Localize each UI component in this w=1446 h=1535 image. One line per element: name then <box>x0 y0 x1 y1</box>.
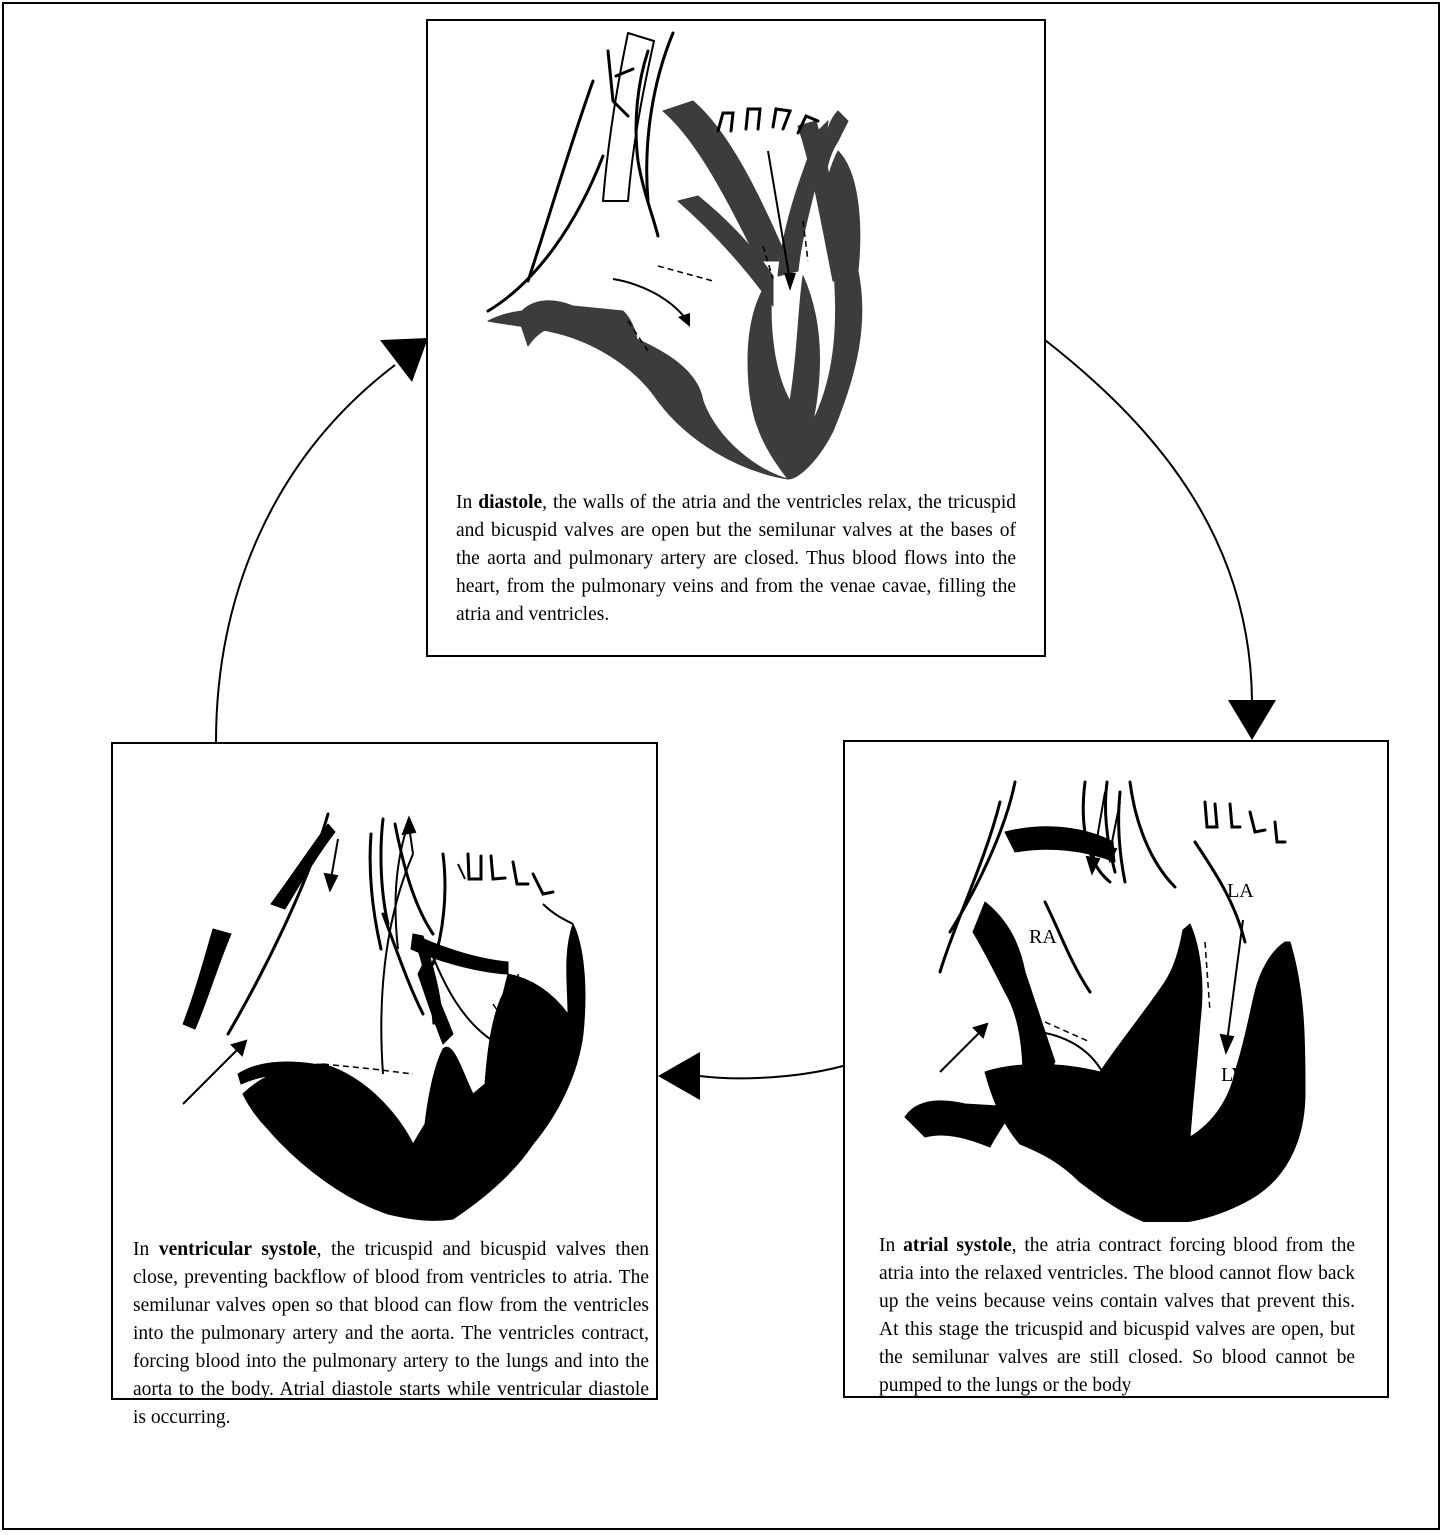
heart-diagram-atrial-systole <box>845 742 1387 1222</box>
label-right-ventricle: RV <box>1119 1080 1145 1103</box>
heart-diagram-ventricular-systole <box>113 744 656 1224</box>
diastole-panel: In diastole, the walls of the atria and … <box>426 19 1046 657</box>
label-right-atrium: RA <box>1029 926 1057 949</box>
heart-diagram-diastole <box>428 21 1044 491</box>
atrial-systole-prefix: In <box>879 1235 903 1256</box>
arrow-atrial-to-ventricular-systole <box>658 1052 843 1100</box>
diastole-term: diastole <box>478 492 542 513</box>
ventricular-systole-panel: In ventricular systole, the tricuspid an… <box>111 742 658 1400</box>
atrial-systole-caption: In atrial systole, the atria contract fo… <box>879 1232 1355 1400</box>
arrow-ventricular-systole-to-diastole <box>216 338 428 742</box>
atrial-systole-text: , the atria contract forcing blood from … <box>879 1235 1355 1396</box>
atrial-systole-panel: RA LA RV LV In atrial systole, the atria… <box>843 740 1389 1398</box>
ventricular-systole-text: , the tricuspid and bicuspid valves then… <box>133 1239 649 1428</box>
label-left-ventricle: LV <box>1221 1064 1246 1087</box>
atrial-systole-term: atrial systole <box>903 1235 1012 1256</box>
ventricular-systole-caption: In ventricular systole, the tricuspid an… <box>133 1236 649 1432</box>
ventricular-systole-prefix: In <box>133 1239 159 1260</box>
label-left-atrium: LA <box>1227 880 1254 903</box>
diastole-caption: In diastole, the walls of the atria and … <box>456 489 1016 629</box>
diastole-prefix: In <box>456 492 478 513</box>
ventricular-systole-term: ventricular systole <box>159 1239 317 1260</box>
arrow-diastole-to-atrial-systole <box>1045 340 1276 740</box>
